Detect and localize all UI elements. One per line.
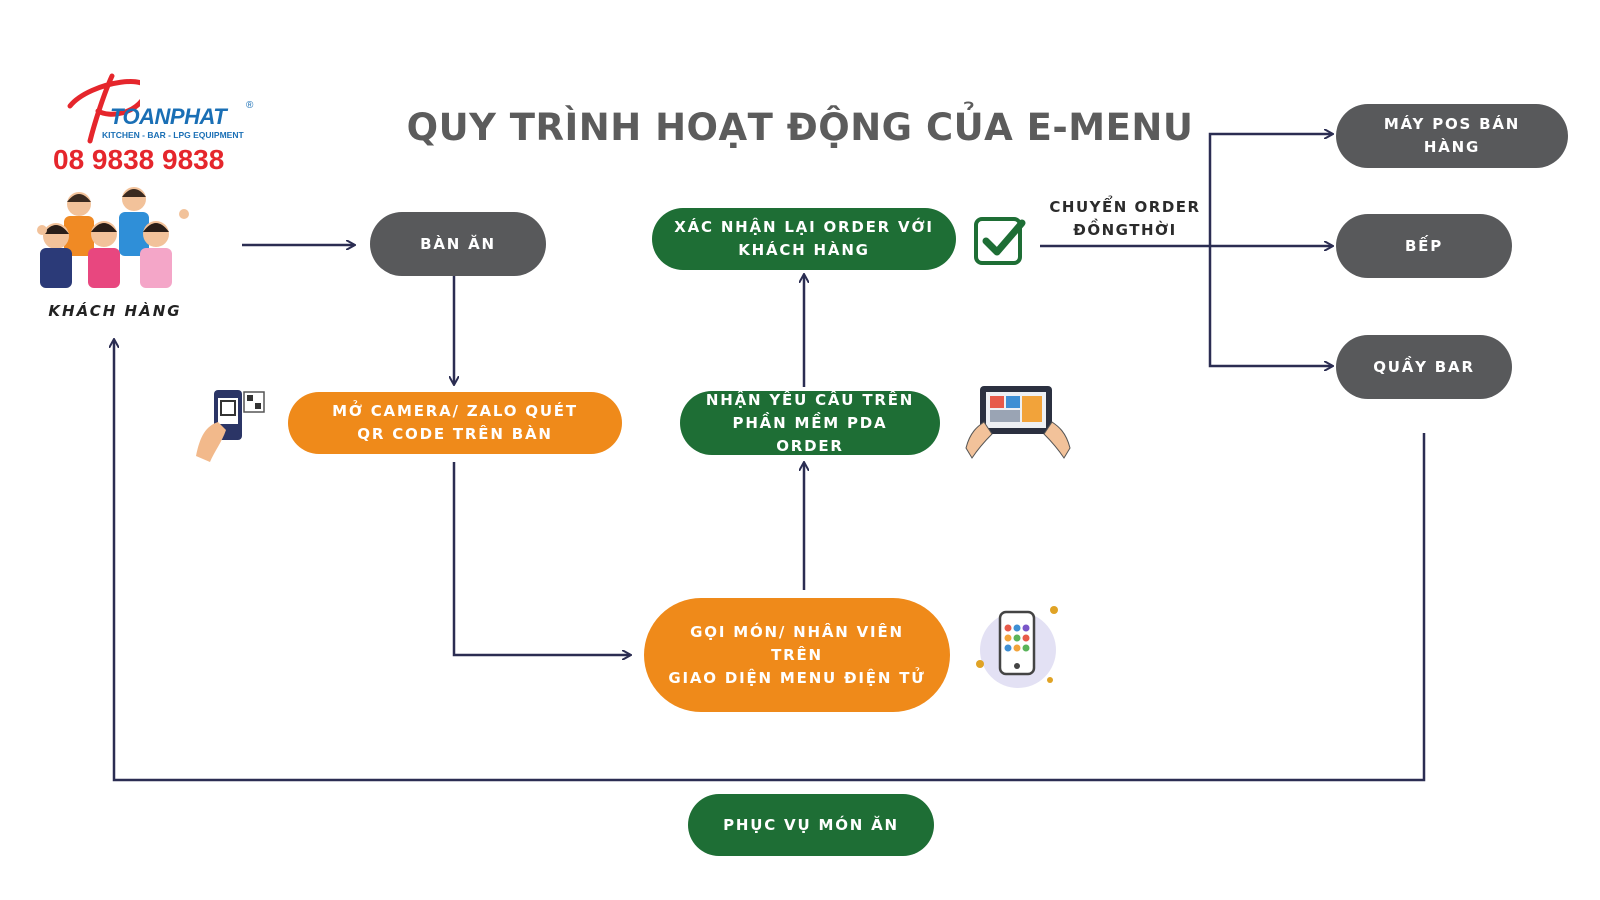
tablet-hands-icon [965, 386, 1071, 459]
node-ban-an: BÀN ĂN [370, 212, 546, 276]
mobile-menu-icon [976, 606, 1058, 688]
node-receive-pda-line2: PHẦN MỀM PDA ORDER [732, 413, 888, 455]
logo-registered-mark: ® [246, 100, 254, 111]
transfer-label-line2: ĐỒNGTHỜI [1073, 221, 1177, 239]
transfer-label: CHUYỂN ORDER ĐỒNGTHỜI [1040, 196, 1210, 242]
node-pos-label: MÁY POS BÁN HÀNG [1383, 115, 1521, 156]
arrow-scan-to-order [452, 462, 630, 655]
check-icon [974, 217, 1026, 265]
logo-tagline: KITCHEN - BAR - LPG EQUIPMENT [102, 130, 244, 140]
node-receive-pda-line1: NHẬN YÊU CẦU TRÊN [705, 390, 915, 409]
node-bar: QUẦY BAR [1336, 335, 1512, 399]
node-confirm-order-line1: XÁC NHẬN LẠI ORDER VỚI [674, 218, 934, 236]
arrow-to-bar [1208, 246, 1332, 366]
page-title: QUY TRÌNH HOẠT ĐỘNG CỦA E-MENU [406, 106, 1194, 149]
logo-brand-text: TOANPHAT [110, 104, 227, 129]
node-bep: BẾP [1336, 214, 1512, 278]
arrow-return-to-customer [114, 340, 1426, 782]
customers-icon [37, 187, 189, 288]
phone-qr-scan-icon [196, 390, 265, 462]
node-order-menu-line1: GỌI MÓN/ NHÂN VIÊN TRÊN [690, 622, 904, 664]
node-scan-qr-line2: QR CODE TRÊN BÀN [357, 425, 553, 443]
arrow-to-pos [1208, 134, 1332, 246]
node-order-menu: GỌI MÓN/ NHÂN VIÊN TRÊN GIAO DIỆN MENU Đ… [644, 598, 950, 712]
node-receive-pda: NHẬN YÊU CẦU TRÊN PHẦN MỀM PDA ORDER [680, 391, 940, 455]
node-bep-label: BẾP [1404, 236, 1444, 255]
transfer-label-line1: CHUYỂN ORDER [1049, 198, 1201, 216]
node-scan-qr: MỞ CAMERA/ ZALO QUÉT QR CODE TRÊN BÀN [288, 392, 622, 454]
brand-logo: TOANPHAT ® KITCHEN - BAR - LPG EQUIPMENT… [50, 66, 270, 176]
customer-label: KHÁCH HÀNG [48, 302, 182, 320]
node-confirm-order-line2: KHÁCH HÀNG [738, 241, 870, 259]
node-pos: MÁY POS BÁN HÀNG [1336, 104, 1568, 168]
logo-p-icon [67, 73, 140, 144]
node-serve: PHỤC VỤ MÓN ĂN [688, 794, 934, 856]
node-order-menu-line2: GIAO DIỆN MENU ĐIỆN TỬ [668, 668, 926, 687]
node-ban-an-label: BÀN ĂN [420, 234, 496, 253]
node-scan-qr-line1: MỞ CAMERA/ ZALO QUÉT [332, 402, 578, 420]
node-confirm-order: XÁC NHẬN LẠI ORDER VỚI KHÁCH HÀNG [652, 208, 956, 270]
logo-phone: 08 9838 9838 [53, 144, 225, 175]
node-bar-label: QUẦY BAR [1373, 357, 1475, 376]
node-serve-label: PHỤC VỤ MÓN ĂN [723, 815, 899, 834]
